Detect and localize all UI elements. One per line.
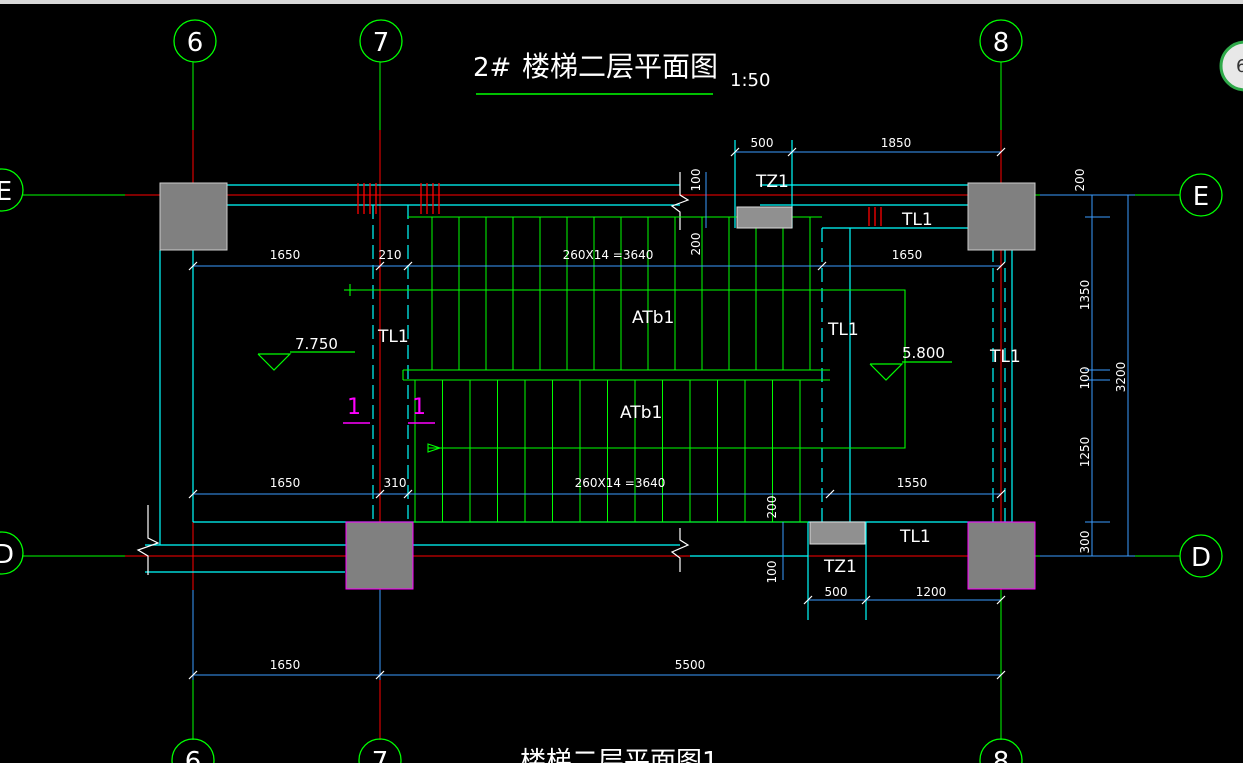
- dim-1550-row2: 1550: [897, 476, 928, 490]
- dim-1350-right: 1350: [1078, 280, 1092, 311]
- label-atb1-upper[interactable]: ATb1: [632, 308, 674, 328]
- grid-label-D-left: D: [0, 540, 14, 570]
- level-left-value: 7.750: [295, 335, 338, 353]
- dim-1850-top: 1850: [881, 136, 912, 150]
- dim-1650-row1a: 1650: [270, 248, 301, 262]
- grid-label-E-right: E: [1193, 182, 1209, 212]
- dim-500-top: 500: [751, 136, 774, 150]
- grid-extension-lines: [22, 62, 1180, 740]
- label-tz1-bottom[interactable]: TZ1: [823, 557, 857, 577]
- dim-210-row1: 210: [379, 248, 402, 262]
- column-tz1-top: [736, 206, 793, 229]
- level-mark-left: 7.750: [257, 335, 355, 371]
- grid-label-7-bottom: 7: [372, 747, 389, 763]
- dim-310-row2: 310: [384, 476, 407, 490]
- column-tz1-bottom: [809, 521, 866, 545]
- section-mark: 1 1: [343, 395, 435, 424]
- dim-steps-row2: 260X14 =3640: [575, 476, 666, 490]
- grid-bubble-6-bottom[interactable]: [171, 738, 215, 763]
- grid-bubble-E-right[interactable]: [1179, 173, 1223, 217]
- corner-badge-label: 6: [1236, 56, 1243, 77]
- grid-label-7-top: 7: [373, 28, 390, 58]
- grid-label-D-right: D: [1191, 543, 1211, 573]
- grid-bubble-7-bottom[interactable]: [358, 738, 402, 763]
- dim-200-left: 200: [689, 233, 703, 256]
- column-8E: [967, 182, 1036, 251]
- break-lines: [136, 172, 690, 575]
- grid-bubble-E-left[interactable]: [0, 168, 24, 212]
- label-atb1-lower[interactable]: ATb1: [620, 403, 662, 423]
- section-label-left: 1: [347, 395, 361, 420]
- section-label-right: 1: [412, 395, 426, 420]
- dim-100-left: 100: [689, 169, 703, 192]
- columns: [159, 182, 1036, 590]
- label-tl1-mid[interactable]: TL1: [827, 320, 859, 340]
- grid-bubble-7-top[interactable]: [359, 19, 403, 63]
- dim-500-bottom: 500: [825, 585, 848, 599]
- stair-flights: [344, 216, 906, 523]
- grid-label-6-top: 6: [187, 28, 204, 58]
- bottom-title: 楼梯二层平面图1: [520, 747, 719, 763]
- dim-100-lower: 100: [765, 561, 779, 584]
- label-tl1-top[interactable]: TL1: [901, 210, 933, 230]
- window-top-strip: [0, 0, 1243, 4]
- label-tl1-right[interactable]: TL1: [989, 347, 1021, 367]
- grid-bubble-8-top[interactable]: [979, 19, 1023, 63]
- column-8D: [967, 521, 1036, 590]
- dim-1250-right: 1250: [1078, 437, 1092, 468]
- label-tl1-left[interactable]: TL1: [377, 327, 409, 347]
- dimension-ticks: [188, 147, 1006, 680]
- label-tz1-top[interactable]: TZ1: [755, 172, 789, 192]
- grid-bubble-6-top[interactable]: [173, 19, 217, 63]
- dim-5500-base: 5500: [675, 658, 706, 672]
- grid-bubble-8-bottom[interactable]: [979, 738, 1023, 763]
- dim-100-right: 100: [1078, 367, 1092, 390]
- grid-bubble-D-right[interactable]: [1179, 534, 1223, 578]
- dim-300-right: 300: [1078, 531, 1092, 554]
- level-mark-right: 5.800: [869, 344, 952, 381]
- corner-badge[interactable]: 6: [1219, 40, 1243, 92]
- upper-flight-treads: [431, 217, 811, 370]
- drawing-title: 2# 楼梯二层平面图 1:50: [473, 50, 770, 95]
- column-7D: [345, 521, 414, 590]
- rebar-ticks: [357, 183, 882, 226]
- grid-bubble-D-left[interactable]: [0, 531, 24, 575]
- column-6E: [159, 182, 228, 251]
- title-scale: 1:50: [730, 70, 770, 91]
- level-right-value: 5.800: [902, 344, 945, 362]
- label-tl1-bottom[interactable]: TL1: [899, 527, 931, 547]
- lower-flight-treads: [414, 380, 801, 522]
- grid-label-6-bottom: 6: [185, 747, 202, 763]
- dimension-lines: [192, 151, 1135, 680]
- dim-3200-right: 3200: [1114, 362, 1128, 393]
- dim-200-lower: 200: [765, 496, 779, 519]
- title-main: 楼梯二层平面图: [522, 50, 718, 83]
- dim-1650-base: 1650: [270, 658, 301, 672]
- dim-1650-row1b: 1650: [892, 248, 923, 262]
- grid-label-E-left: E: [0, 177, 12, 207]
- beam-dashed-lines: [372, 205, 1006, 522]
- dim-200-right: 200: [1073, 169, 1087, 192]
- dim-1650-row2: 1650: [270, 476, 301, 490]
- dim-steps-row1: 260X14 =3640: [563, 248, 654, 262]
- grid-label-8-bottom: 8: [993, 747, 1010, 763]
- grid-label-8-top: 8: [993, 28, 1010, 58]
- dim-1200-bottom: 1200: [916, 585, 947, 599]
- title-prefix: 2#: [473, 53, 511, 83]
